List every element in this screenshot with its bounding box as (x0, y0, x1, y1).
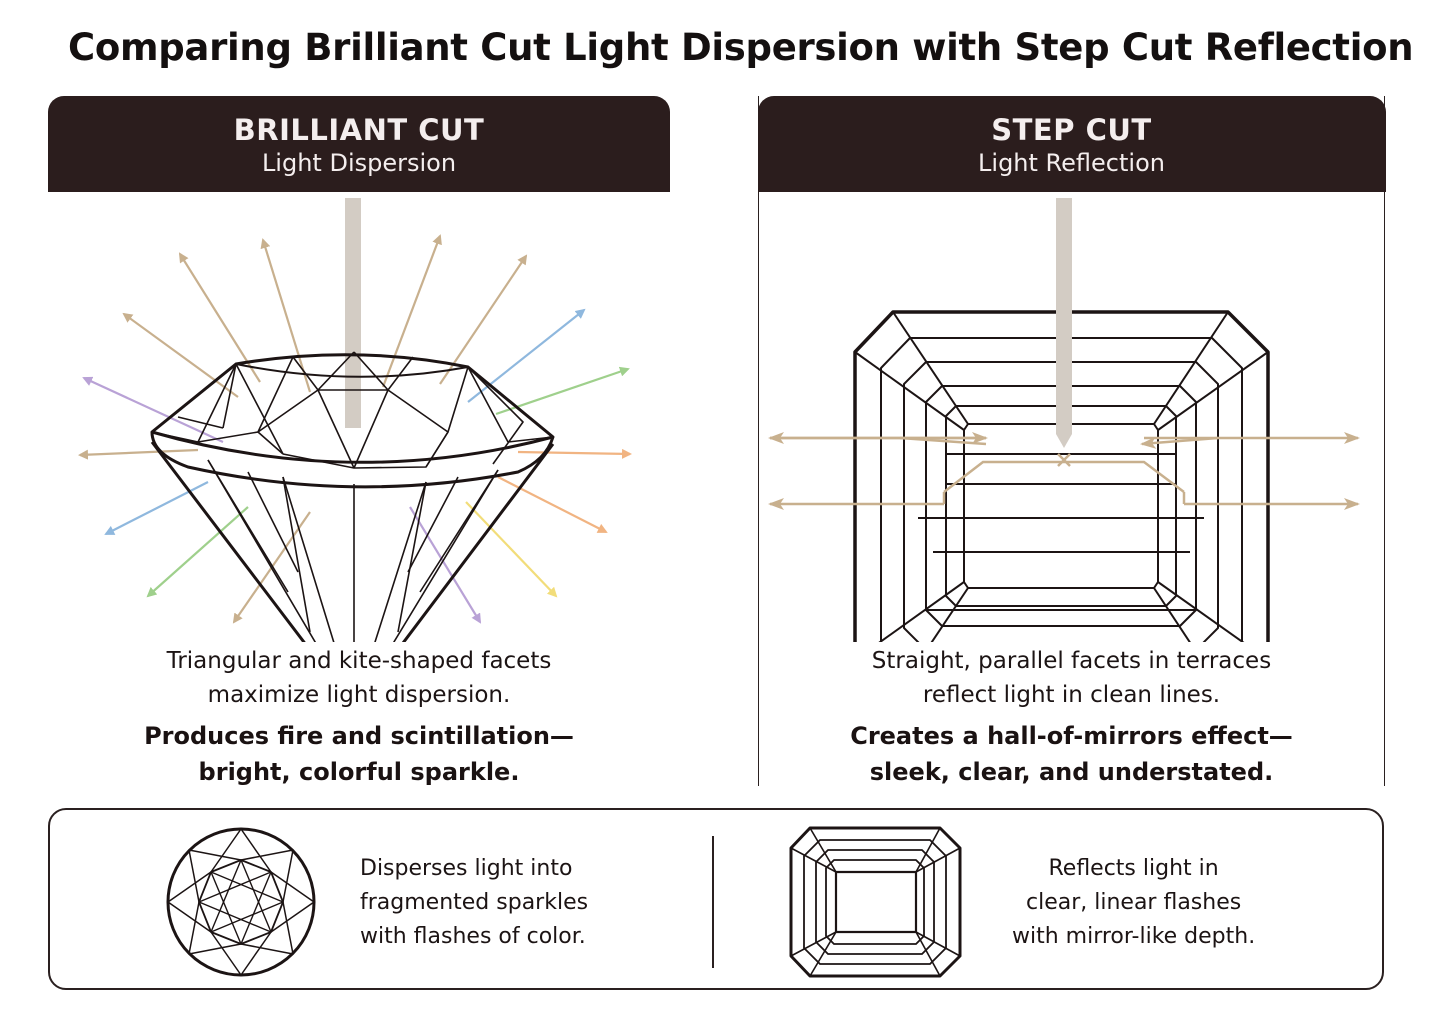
step-cut-header: STEP CUT Light Reflection (757, 96, 1386, 192)
step-summary-line-2: clear, linear flashes (1025, 890, 1242, 915)
step-summary-line-3: with mirror-like depth. (1012, 924, 1256, 949)
page-title: Comparing Brilliant Cut Light Dispersion… (68, 26, 1414, 69)
step-description: Straight, parallel facets in terraces re… (759, 644, 1384, 712)
brilliant-summary-line-3: with flashes of color. (360, 924, 586, 949)
step-cut-heading: STEP CUT (991, 113, 1152, 147)
step-summary-line-1: Reflects light in (1048, 856, 1219, 881)
brilliant-description: Triangular and kite-shaped facets maximi… (48, 644, 670, 712)
step-cut-subheading: Light Reflection (978, 149, 1165, 177)
brilliant-summary-text: Disperses light into fragmented sparkles… (360, 852, 588, 954)
step-cut-reflection-icon (768, 198, 1360, 642)
brilliant-emphasis-line-2: bright, colorful sparkle. (198, 758, 520, 786)
brilliant-cut-header: BRILLIANT CUT Light Dispersion (48, 96, 670, 192)
step-emphasis-line-2: sleek, clear, and understated. (869, 758, 1274, 786)
summary-divider (712, 836, 714, 968)
step-emphasis: Creates a hall-of-mirrors effect— sleek,… (759, 718, 1384, 790)
brilliant-description-line-2: maximize light dispersion. (207, 682, 511, 708)
step-emphasis-line-1: Creates a hall-of-mirrors effect— (850, 722, 1293, 750)
brilliant-emphasis: Produces fire and scintillation— bright,… (48, 718, 670, 790)
step-cut-panel: STEP CUT Light Reflection (757, 96, 1386, 786)
brilliant-diamond-dispersion-icon (78, 198, 632, 642)
summary-box: Disperses light into fragmented sparkles… (48, 808, 1384, 990)
brilliant-description-line-1: Triangular and kite-shaped facets (166, 648, 552, 674)
step-incoming-light-beam (1056, 198, 1072, 434)
step-description-line-2: reflect light in clean lines. (922, 682, 1221, 708)
emerald-cut-top-icon (789, 826, 962, 978)
incoming-light-beam (345, 198, 361, 428)
brilliant-emphasis-line-1: Produces fire and scintillation— (144, 722, 574, 750)
brilliant-cut-heading: BRILLIANT CUT (233, 113, 485, 147)
step-summary-text: Reflects light in clear, linear flashes … (1012, 852, 1255, 954)
brilliant-cut-panel: BRILLIANT CUT Light Dispersion (48, 96, 670, 786)
step-description-line-1: Straight, parallel facets in terraces (871, 648, 1272, 674)
brilliant-cut-subheading: Light Dispersion (261, 149, 457, 177)
brilliant-summary-line-1: Disperses light into (360, 856, 573, 881)
round-brilliant-top-icon (166, 827, 316, 977)
brilliant-summary-line-2: fragmented sparkles (360, 890, 589, 915)
